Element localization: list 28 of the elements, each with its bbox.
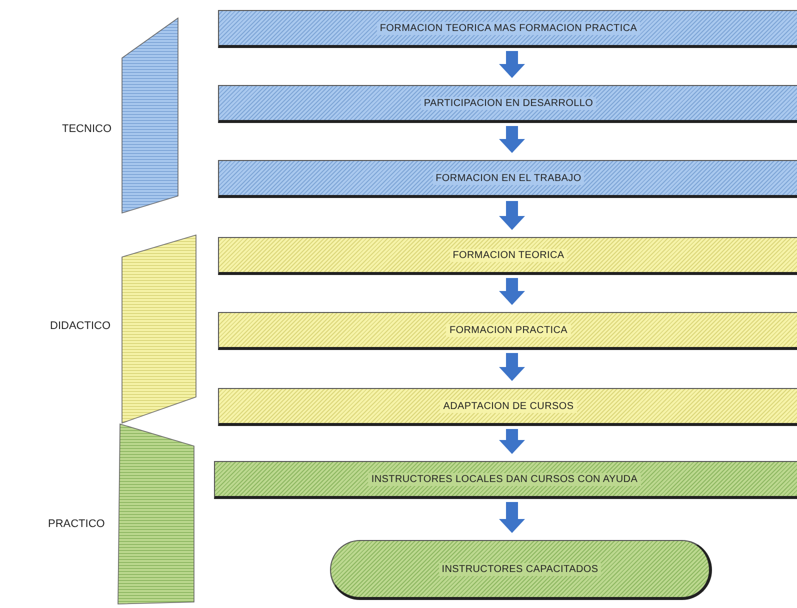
process-bar [218, 10, 797, 48]
bar-label: FORMACION TEORICA [450, 248, 568, 262]
bracket-band [122, 235, 196, 423]
process-bar [218, 388, 797, 426]
stage-label: TECNICO [62, 123, 112, 135]
process-bar [214, 461, 797, 499]
process-bar [218, 312, 797, 350]
bar-label: PARTICIPACION EN DESARROLLO [420, 96, 596, 110]
down-arrow [499, 278, 525, 305]
bar-label: INSTRUCTORES LOCALES DAN CURSOS CON AYUDA [368, 472, 641, 486]
bar-label: INSTRUCTORES CAPACITADOS [438, 562, 602, 576]
process-bar [218, 160, 797, 198]
bracket-band [122, 18, 178, 213]
down-arrow [499, 51, 525, 78]
stage-label: DIDACTICO [50, 320, 110, 332]
down-arrow [499, 502, 525, 533]
down-arrow [499, 201, 525, 230]
bar-label: FORMACION TEORICA MAS FORMACION PRACTICA [376, 22, 640, 34]
bar-label: ADAPTACION DE CURSOS [440, 400, 577, 412]
down-arrow [499, 126, 525, 153]
stage-label: PRACTICO [48, 518, 105, 530]
down-arrow [499, 353, 525, 381]
process-bar [218, 237, 797, 275]
bar-label: FORMACION EN EL TRABAJO [432, 172, 584, 184]
down-arrow [499, 429, 525, 454]
bracket-band [118, 424, 194, 604]
bar-label: FORMACION PRACTICA [446, 324, 571, 336]
process-bar [218, 85, 797, 123]
